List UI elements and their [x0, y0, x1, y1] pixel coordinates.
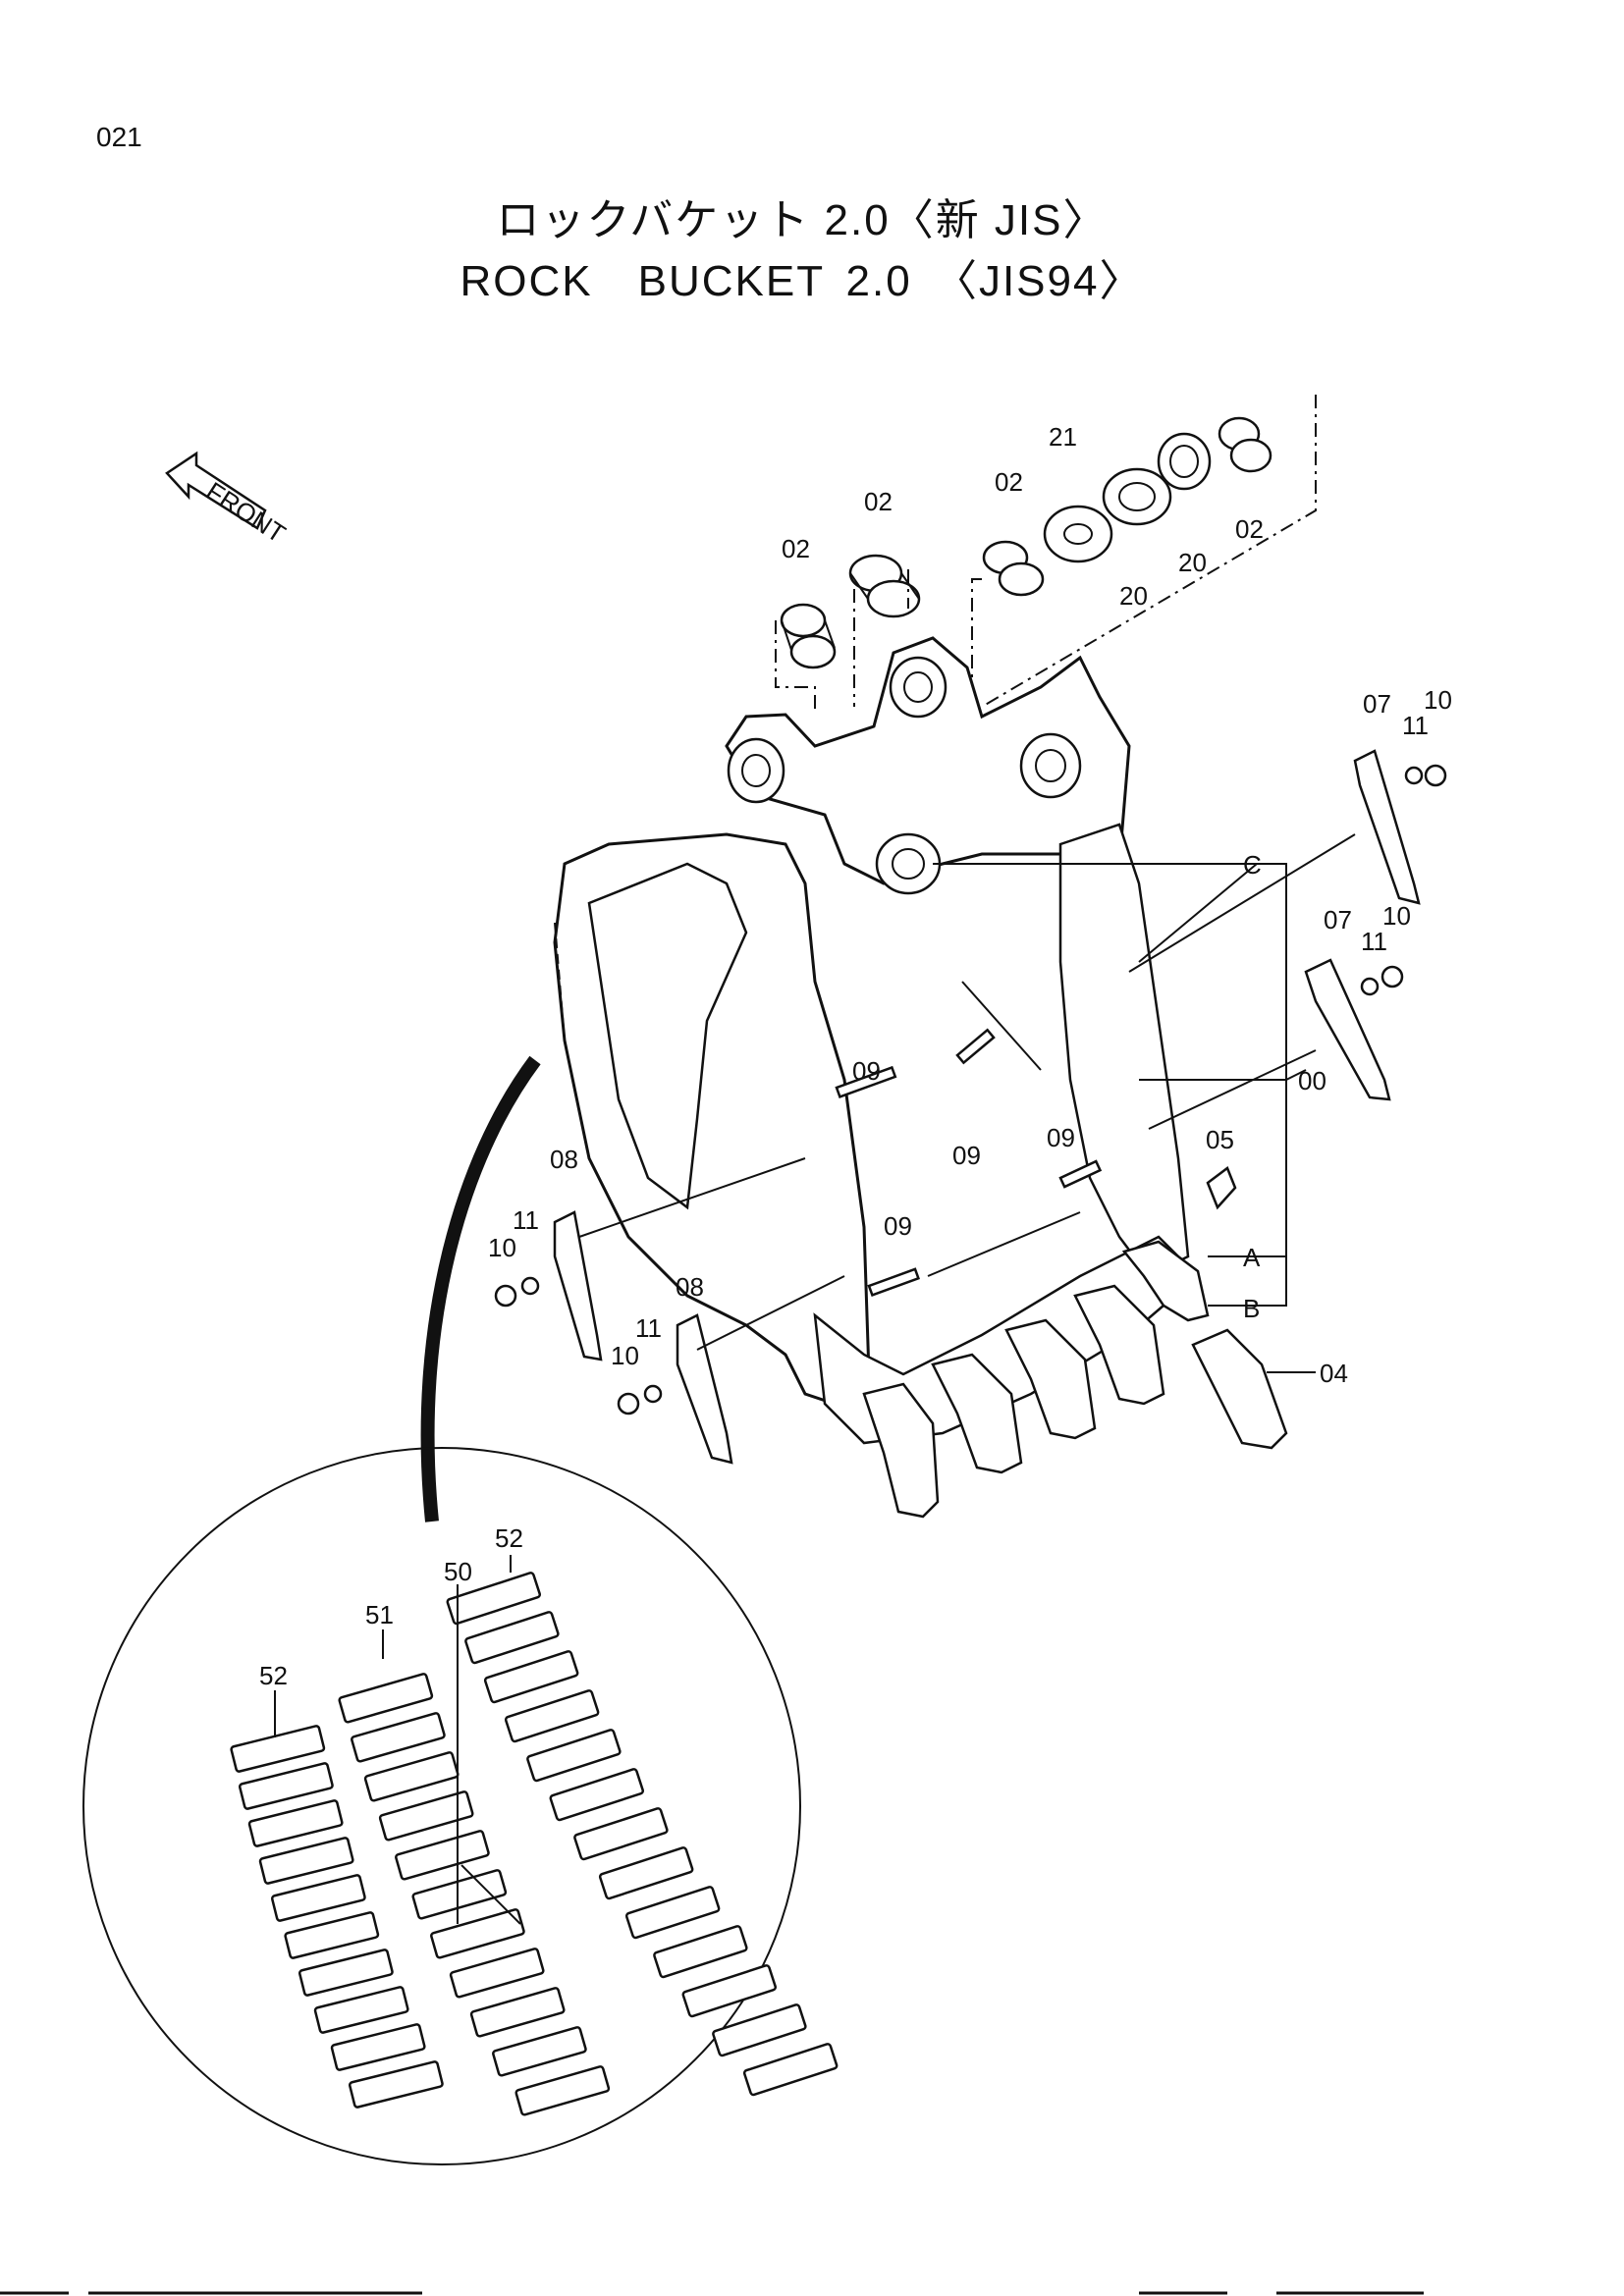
side-cutter-07-lower [1304, 958, 1391, 1101]
side-cutter-08-lower [676, 1313, 733, 1465]
callout-02b: 02 [864, 487, 893, 516]
front-arrow-icon: FRONT [165, 451, 292, 549]
wear-plate [270, 1874, 366, 1922]
wear-plate [469, 1987, 566, 2038]
wear-plate [284, 1911, 380, 1959]
callout-20b: 20 [1178, 548, 1207, 577]
callout-02c: 02 [995, 467, 1023, 497]
callout-11d: 11 [635, 1313, 662, 1343]
callout-51: 51 [365, 1600, 394, 1629]
page-number: 021 [96, 122, 142, 152]
wear-plate [446, 1572, 542, 1626]
bushing-02-right [982, 540, 1045, 597]
wear-plate [598, 1846, 694, 1900]
washer-20a [1102, 467, 1172, 526]
callout-09c: 09 [1047, 1123, 1075, 1152]
wear-plate [363, 1751, 460, 1802]
callout-07b: 07 [1324, 905, 1352, 934]
detail-circle-wear-plates [82, 1447, 801, 2165]
callout-00: 00 [1298, 1066, 1326, 1095]
wear-plate [681, 1964, 778, 2018]
side-cutter-07-upper [1353, 749, 1421, 905]
wear-plate [464, 1611, 560, 1665]
wear-plate [514, 2065, 611, 2116]
title-japanese: ロックバケット 2.0〈新 JIS〉 [496, 196, 1109, 244]
wear-plate [573, 1807, 669, 1861]
wear-plate [395, 1830, 490, 1881]
callout-11a: 11 [1402, 711, 1429, 740]
bolts-09 [835, 1028, 1103, 1297]
wear-plate [742, 2043, 839, 2097]
washer-20b [1157, 432, 1212, 491]
callout-20a: 20 [1119, 581, 1148, 611]
callout-11b: 11 [1361, 927, 1387, 956]
wear-plate [549, 1768, 645, 1822]
pin-05 [1206, 1166, 1237, 1210]
callout-52b: 52 [259, 1661, 288, 1690]
callout-10d: 10 [611, 1341, 639, 1370]
callout-50: 50 [444, 1557, 472, 1586]
callout-C: C [1243, 850, 1262, 880]
tooth-04 [1191, 1328, 1288, 1450]
wear-plate [449, 1948, 545, 1999]
callout-08a: 08 [550, 1145, 578, 1174]
wear-plate [712, 2003, 807, 2057]
wear-plate [330, 2023, 426, 2071]
bushing-02-mid [848, 554, 921, 618]
callout-04: 04 [1320, 1359, 1348, 1388]
bushing-02-left [780, 603, 837, 669]
callout-21: 21 [1049, 422, 1077, 452]
side-cutters [553, 749, 1421, 1465]
wear-plate [230, 1725, 326, 1773]
wear-plate [492, 2026, 587, 2077]
wear-plate [504, 1689, 600, 1743]
callout-09b: 09 [952, 1141, 981, 1170]
wear-plate [258, 1837, 354, 1885]
bucket-body [553, 636, 1210, 1519]
nuts-washers [494, 764, 1447, 1415]
wear-plate [238, 1762, 334, 1810]
callout-B: B [1243, 1294, 1260, 1323]
callout-10a: 10 [1424, 685, 1452, 715]
wear-plate [338, 1673, 434, 1724]
wear-plates-detail [230, 1572, 839, 2116]
wear-plate [378, 1790, 474, 1842]
callout-08b: 08 [676, 1272, 704, 1302]
callout-10c: 10 [488, 1233, 516, 1262]
callout-A: A [1243, 1243, 1261, 1272]
leader-lines [578, 833, 1356, 1351]
wear-plate [298, 1949, 394, 1997]
wear-plate [247, 1799, 344, 1847]
wear-plate [526, 1729, 622, 1783]
title-english: ROCK BUCKET 2.0 〈JIS94〉 [460, 257, 1145, 305]
front-label: FRONT [201, 476, 292, 549]
bushing-group [780, 416, 1272, 669]
callout-52a: 52 [495, 1523, 523, 1553]
callout-11c: 11 [513, 1205, 539, 1235]
wear-plate [351, 1712, 446, 1763]
wear-plate [653, 1925, 748, 1979]
wear-plate [411, 1869, 508, 1920]
bucket-teeth [862, 1240, 1210, 1519]
wear-plate [313, 1986, 409, 2034]
callout-05: 05 [1206, 1125, 1234, 1154]
wear-plate [624, 1886, 721, 1940]
detail-pointer [420, 1055, 541, 1522]
washer-21 [1043, 505, 1113, 563]
alignment-lines [775, 395, 1317, 844]
callout-02d: 02 [1235, 514, 1264, 544]
callout-09d: 09 [884, 1211, 912, 1241]
detail-leaders [274, 1555, 521, 1925]
side-cutter-08-upper [553, 1210, 603, 1362]
wear-plate [430, 1908, 525, 1959]
callout-10b: 10 [1382, 901, 1411, 931]
callout-02a: 02 [782, 534, 810, 563]
callout-07a: 07 [1363, 689, 1391, 719]
wear-plate [348, 2060, 444, 2109]
bushing-02-far [1218, 416, 1272, 473]
callout-09a: 09 [852, 1056, 881, 1086]
wear-plate [483, 1650, 579, 1704]
